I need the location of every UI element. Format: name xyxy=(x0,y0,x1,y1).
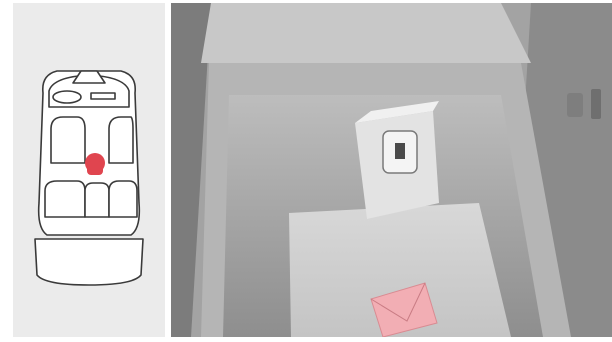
car-top-view-icon xyxy=(13,3,165,337)
car-overview-panel xyxy=(13,3,165,337)
console-storage-photo xyxy=(171,3,612,337)
console-storage-panel xyxy=(171,3,612,337)
